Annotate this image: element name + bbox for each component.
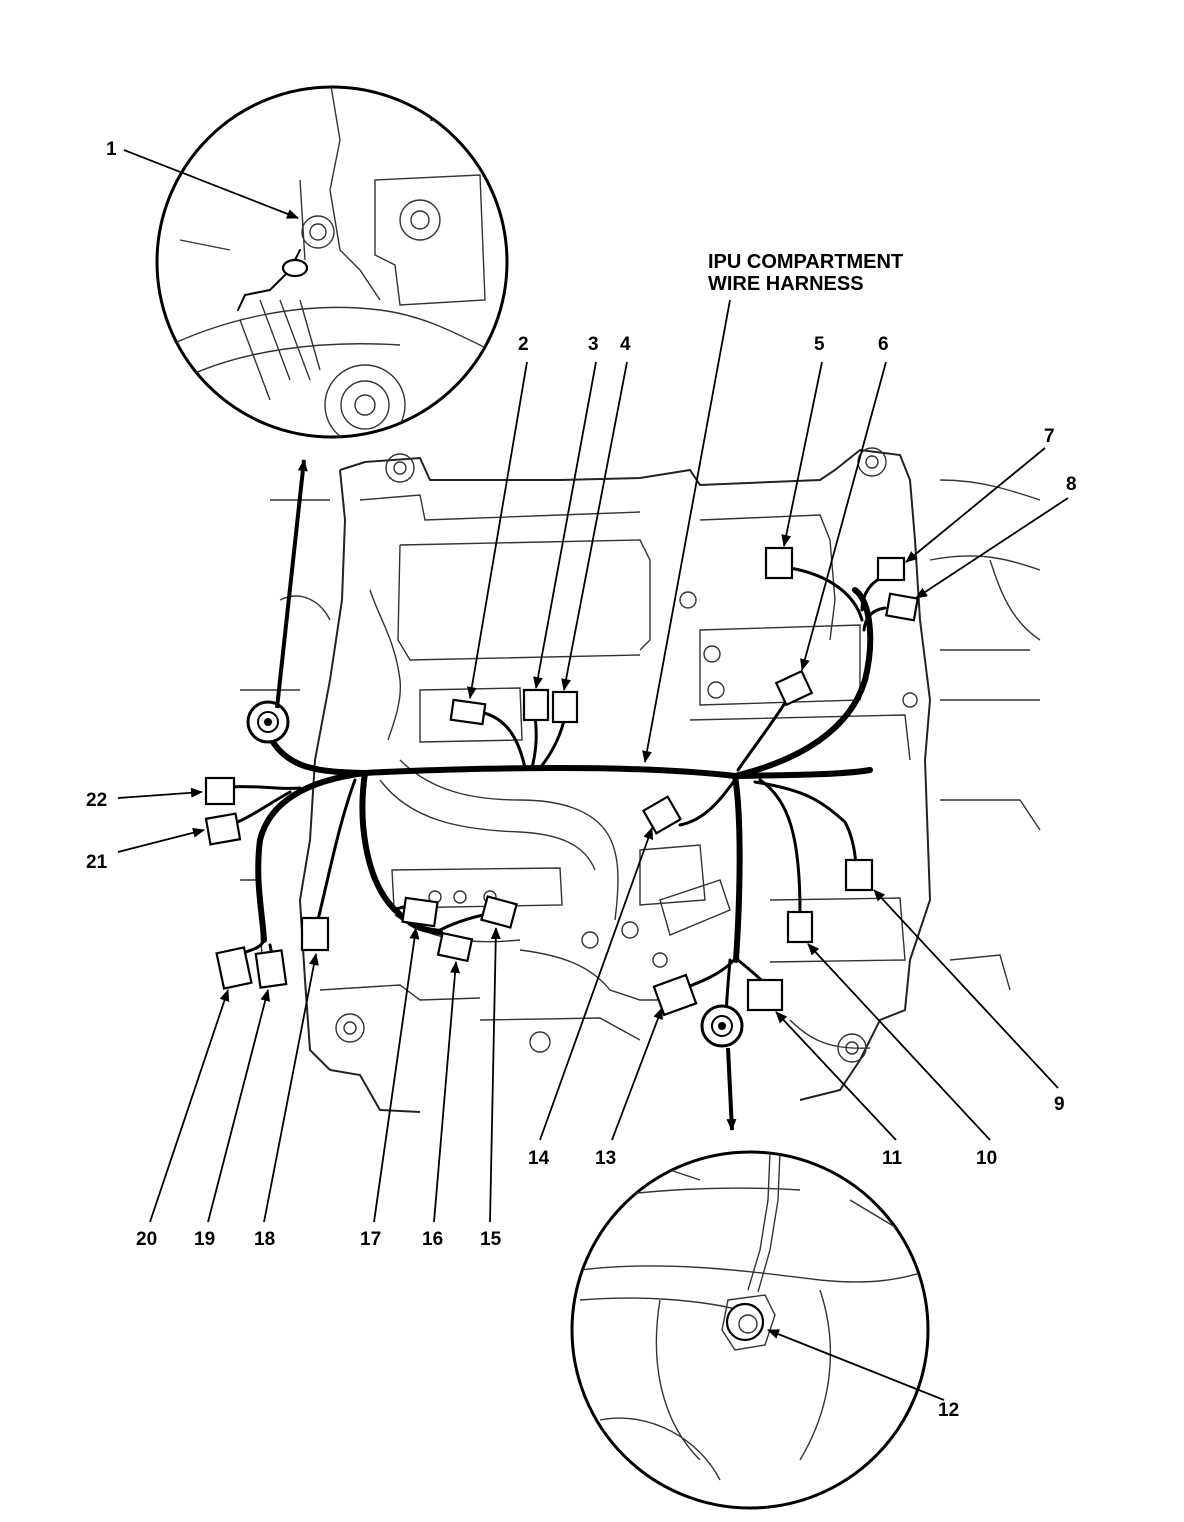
- connector-10: [786, 910, 814, 944]
- callout-15: 15: [480, 1229, 502, 1250]
- connector-7: [876, 556, 906, 582]
- callout-22: 22: [86, 790, 107, 811]
- callout-12: 12: [938, 1400, 959, 1421]
- connector-6: [774, 669, 814, 707]
- callout-11: 11: [882, 1148, 903, 1169]
- callout-20: 20: [136, 1229, 157, 1250]
- callout-8: 8: [1066, 474, 1077, 495]
- callout-7: 7: [1044, 426, 1055, 447]
- connector-14: [641, 795, 683, 835]
- callout-21: 21: [86, 852, 108, 873]
- connector-8: [885, 592, 919, 622]
- callout-13: 13: [595, 1148, 616, 1169]
- callout-18: 18: [254, 1229, 275, 1250]
- callout-16: 16: [422, 1229, 443, 1250]
- callout-3: 3: [588, 334, 599, 355]
- connector-15: [480, 895, 518, 929]
- harness-title-line2: WIRE HARNESS: [708, 273, 864, 295]
- connector-20: [215, 946, 253, 990]
- connector-11: [746, 978, 784, 1012]
- harness-title: IPU COMPARTMENT WIRE HARNESS: [708, 251, 903, 295]
- callout-9: 9: [1054, 1094, 1065, 1115]
- main-harness-trunk: [255, 587, 874, 963]
- connector-2: [449, 698, 487, 726]
- connector-18: [300, 916, 330, 952]
- callout-5: 5: [814, 334, 825, 355]
- detail-view-ground-bolt: [155, 85, 509, 439]
- connector-5: [764, 546, 794, 580]
- connector-22: [204, 776, 236, 806]
- callout-19: 19: [194, 1229, 215, 1250]
- connector-17: [401, 896, 439, 928]
- callout-2: 2: [518, 334, 529, 355]
- harness-title-line1: IPU COMPARTMENT: [708, 251, 903, 273]
- callout-1: 1: [106, 139, 117, 160]
- grommet-ground-left: [246, 700, 290, 744]
- connector-13: [652, 973, 698, 1017]
- connector-9: [844, 858, 874, 892]
- detail-view-sensor: [570, 1150, 930, 1510]
- connectors: [204, 546, 919, 1048]
- callout-4: 4: [620, 334, 631, 355]
- connector-19: [254, 949, 288, 989]
- branch-wires: [226, 566, 892, 1022]
- callout-14: 14: [528, 1148, 550, 1169]
- leader-lines: [117, 149, 1069, 1401]
- connector-21: [204, 812, 242, 846]
- connector-16: [436, 931, 474, 963]
- connector-3: [522, 688, 550, 722]
- callout-10: 10: [976, 1148, 997, 1169]
- engine-block-outline: [240, 447, 1041, 1113]
- callout-6: 6: [878, 334, 889, 355]
- grommet-ground-right: [700, 1004, 744, 1048]
- callout-numbers: 1 2 3 4 5 6 7 8 9 10 11 12 13 14 15 16 1…: [86, 139, 1077, 1421]
- callout-17: 17: [360, 1229, 381, 1250]
- connector-4: [551, 690, 579, 724]
